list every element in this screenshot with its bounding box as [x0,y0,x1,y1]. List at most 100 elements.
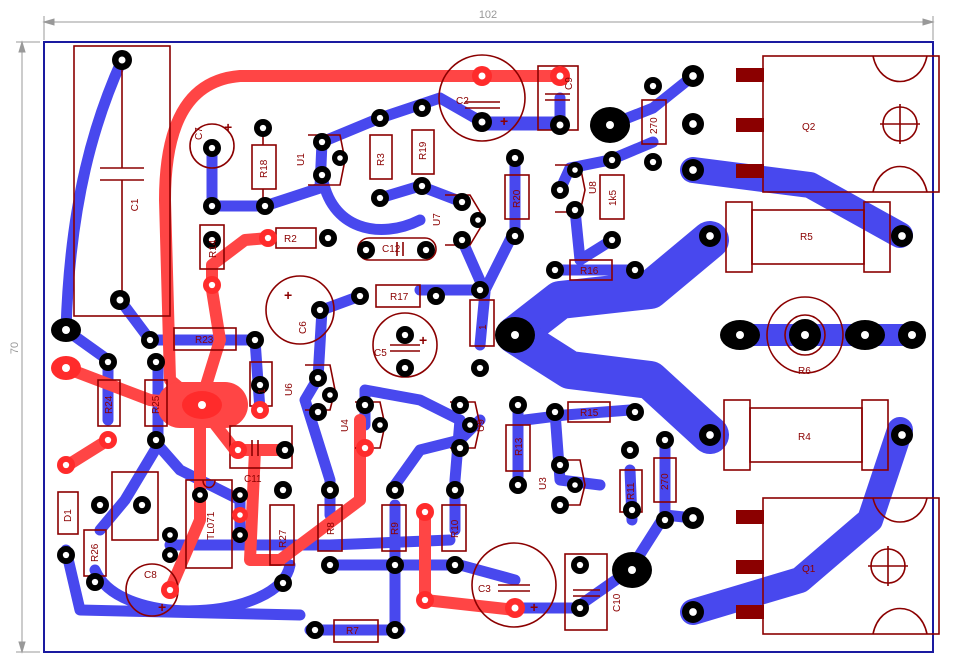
svg-text:+: + [419,332,427,348]
pad-hole [908,331,916,339]
pad-hole [279,486,287,494]
pad-hole [401,331,409,339]
label-c8: C8 [144,570,157,581]
pad-hole [511,232,519,240]
pad-hole [476,286,484,294]
label-c11: C11 [244,474,262,485]
pad-hole [551,408,559,416]
top-copper-traces [60,70,566,616]
label-c2: C2 [456,96,469,107]
label-c7: C7 [194,127,205,140]
pad-hole [458,198,466,206]
pad-hole [706,431,714,439]
label-u6: U6 [284,383,295,396]
pad-hole [337,155,343,161]
svg-text:+: + [284,287,292,303]
pad-hole [261,202,269,210]
pad-hole [628,566,636,574]
pad-hole [118,56,126,64]
pad-hole [511,154,519,162]
svg-text:+: + [224,119,232,135]
pad-hole [649,158,657,166]
label-c10: C10 [612,593,623,612]
pad-hole [551,266,559,274]
pad-hole [478,72,486,80]
pad-hole [208,281,216,289]
pad-hole [314,374,322,382]
transistor-leads [736,68,764,619]
pad-hole [421,596,429,604]
label-u3: U3 [538,477,549,490]
pad-hole [467,422,473,428]
label-r20: R20 [512,189,523,208]
pad-hole [511,331,519,339]
label-r16: R16 [580,266,599,277]
pad-hole [801,331,809,339]
label-c12: C12 [382,244,401,255]
pad-hole [152,436,160,444]
label-r12: 1 [257,388,268,394]
label-c5: C5 [374,348,387,359]
pad-hole [377,422,383,428]
pad-hole [326,561,334,569]
label-u7: U7 [432,213,443,226]
pad-hole [391,561,399,569]
pad-hole [706,232,714,240]
pad-hole [62,364,70,372]
pad-hole [451,486,459,494]
width-dimension-label: 102 [479,9,497,21]
pad-hole [327,392,333,398]
pad-hole [514,401,522,409]
label-r25: R25 [151,395,162,414]
pad-hole [556,121,564,129]
pad-hole [689,514,697,522]
pad-hole [571,206,579,214]
pad-hole [208,202,216,210]
component-labels: C1 C2 C3 C5 C6 C7 C8 C9 C10 C11 C12 R2 R… [63,77,816,637]
height-dimension-label: 70 [9,342,21,354]
label-r5: R5 [800,232,813,243]
pad-hole [661,516,669,524]
label-r3: R3 [376,153,387,166]
label-1k5: 1k5 [608,189,619,206]
label-c1: C1 [130,198,141,211]
pad-hole [62,551,70,559]
label-u9: U9 [476,419,487,432]
pad-hole [576,604,584,612]
label-270-lower: 270 [660,473,671,490]
pad-hole [208,144,216,152]
pad-hole [361,401,369,409]
label-tl071: TL071 [206,511,217,540]
pad-hole [451,561,459,569]
pad-hole [237,492,243,498]
pad-hole [376,114,384,122]
pad-hole [198,401,206,409]
board-outline [43,41,934,653]
pad-hole [376,194,384,202]
label-d1: D1 [63,509,74,522]
label-r24: R24 [104,395,115,414]
label-r27: R27 [278,529,289,548]
pad-hole [898,232,906,240]
pad-hole [116,296,124,304]
pad-hole [251,336,259,344]
pad-hole [391,486,399,494]
pad-hole [458,236,466,244]
pad-hole [152,358,160,366]
pad-hole [631,266,639,274]
pad-hole [475,217,481,223]
pad-hole [91,578,99,586]
pad-hole [689,608,697,616]
pad-hole [689,120,697,128]
label-c9: C9 [564,77,575,90]
pad-hole [478,118,486,126]
pad-hole [62,461,70,469]
pad-hole [456,444,464,452]
pad-hole [418,104,426,112]
label-r18: R18 [259,159,270,178]
pad-hole [237,512,243,518]
pad-hole [572,167,578,173]
dimension-lines [16,16,935,654]
pad-hole [318,138,326,146]
